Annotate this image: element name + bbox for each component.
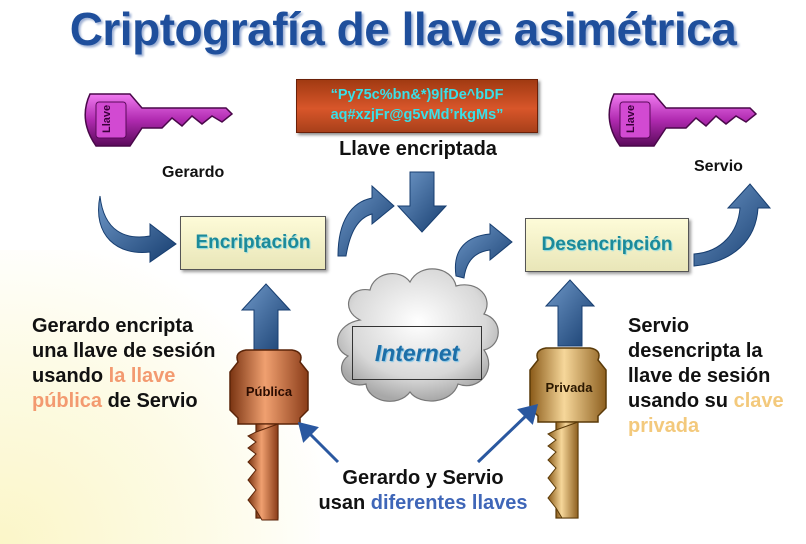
public-key-icon [229, 349, 309, 521]
receiver-key-icon [608, 93, 758, 147]
bottom-text-highlight: diferentes llaves [370, 492, 528, 514]
sender-name: Gerardo [162, 164, 225, 181]
receiver-name: Servio [694, 158, 743, 175]
up-arrow-public [240, 283, 292, 353]
private-key-label: Privada [545, 380, 593, 395]
encrypt-process-box: Encriptación [180, 216, 326, 270]
receiver-key-label: Llave [625, 104, 637, 133]
pointer-arrow-right [476, 403, 539, 464]
private-key-icon [529, 347, 607, 519]
bottom-explanation: Gerardo y Servio usan diferentes llaves [318, 466, 528, 516]
down-arrow-encrypted [396, 171, 448, 233]
curved-arrow-out-encrypt [337, 184, 395, 257]
curved-arrow-to-encrypt [98, 195, 177, 263]
curved-arrow-to-decrypt [454, 222, 513, 279]
encrypted-key-caption: Llave encriptada [339, 138, 497, 160]
sender-key-icon [84, 93, 234, 147]
left-explanation: Gerardo encripta una llave de sesión usa… [32, 314, 232, 414]
encrypted-line-1: “Py75c%bn&*)9|fDe^bDF [330, 87, 504, 103]
internet-cloud-icon [337, 268, 499, 402]
right-explanation: Servio desencripta la llave de sesión us… [628, 314, 798, 439]
pointer-arrow-left [297, 421, 340, 464]
encrypted-line-2: aq#xzjFr@g5vMd’rkgMs” [330, 107, 504, 123]
right-text-part1: Servio desencripta la llave de sesión us… [628, 315, 771, 412]
page-title: Criptografía de llave asimétrica [69, 3, 737, 55]
bottom-text-part1: Gerardo y Servio usan [318, 467, 504, 514]
left-text-highlight: la llave pública [32, 365, 176, 412]
encrypted-key-box: “Py75c%bn&*)9|fDe^bDF aq#xzjFr@g5vMd’rkg… [296, 79, 538, 133]
public-key-label: Pública [245, 384, 293, 399]
up-arrow-private [544, 279, 596, 347]
left-text-part1: Gerardo encripta una llave de sesión usa… [32, 315, 216, 387]
curved-arrow-out-decrypt [693, 183, 772, 267]
internet-label: Internet [352, 326, 482, 380]
left-text-part2: de Servio [102, 390, 198, 412]
decrypt-process-box: Desencripción [525, 218, 689, 272]
right-text-highlight: clave privada [628, 390, 784, 437]
sender-key-label: Llave [101, 104, 113, 133]
